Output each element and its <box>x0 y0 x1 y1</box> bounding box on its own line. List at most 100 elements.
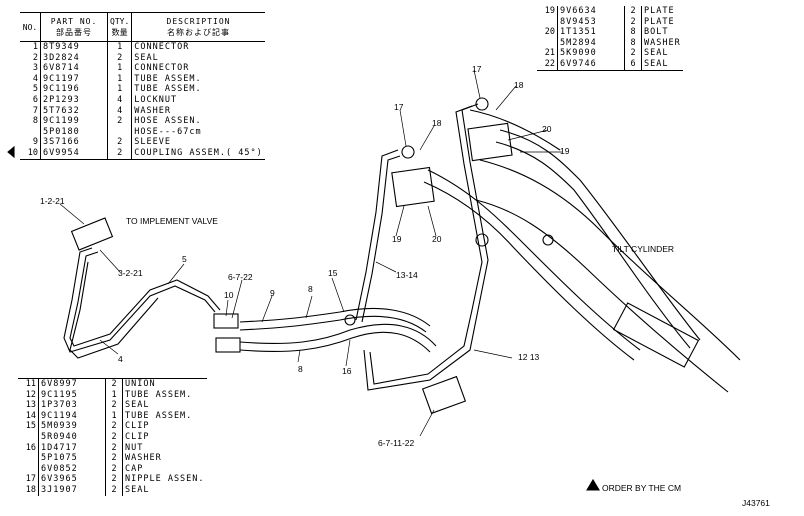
quantity: 8 <box>624 37 642 49</box>
cylinder-block <box>612 302 700 368</box>
quantity: 2 <box>624 48 642 59</box>
tube-13-14 <box>355 149 399 321</box>
quantity: 2 <box>105 400 123 411</box>
label-4: 4 <box>118 354 123 364</box>
quantity: 1 <box>107 41 133 53</box>
tube-5-inner <box>69 251 221 347</box>
item-number: 7 <box>20 105 41 117</box>
quantity: 8 <box>624 27 642 38</box>
part-number: 3J1907 <box>38 484 106 496</box>
label-8-upper: 8 <box>308 284 313 294</box>
label-9: 9 <box>270 288 275 298</box>
header-cell: QTY.数量 <box>107 12 133 42</box>
label-16: 16 <box>342 366 352 376</box>
description: CONNECTOR <box>134 42 190 52</box>
header-cell: PART NO.部品番号 <box>40 12 108 42</box>
description: COUPLING ASSEM.( 45°) <box>131 147 265 160</box>
item-number: 6 <box>20 94 41 106</box>
description: NIPPLE ASSEN. <box>125 474 205 485</box>
tube-5 <box>63 247 216 353</box>
quantity: 2 <box>107 147 133 160</box>
item-number: 2 <box>20 52 41 64</box>
valve-block <box>70 217 114 251</box>
fitting-mid <box>475 233 489 247</box>
part-number: 6V8997 <box>38 377 106 390</box>
part-number: 9C1197 <box>40 73 108 85</box>
label-18-left: 18 <box>432 118 442 128</box>
description: SEAL <box>125 484 150 495</box>
quantity: 4 <box>107 94 133 106</box>
part-number: 6V9746 <box>557 58 625 71</box>
tube-12-b <box>369 105 483 385</box>
item-number: 16 <box>18 442 39 454</box>
item-number: 9 <box>20 137 41 148</box>
hose-8-lower-2 <box>239 331 431 353</box>
description: HOSE ASSEN. <box>134 116 202 127</box>
description: TUBE ASSEM. <box>125 389 193 400</box>
label-8-lower: 8 <box>298 364 303 374</box>
quantity: 2 <box>105 474 123 485</box>
item-number: 3 <box>20 63 41 74</box>
part-number: 8T9349 <box>40 41 108 53</box>
part-number: 6V8714 <box>40 63 108 74</box>
part-number: 3S7166 <box>40 137 108 148</box>
order-triangle <box>586 478 600 491</box>
table-row: 5P0180 HOSE---67cm <box>20 126 265 138</box>
drawing-code: J43761 <box>742 498 770 508</box>
description: SEAL <box>641 58 683 71</box>
header-cell: NO. <box>20 12 41 42</box>
quantity: 2 <box>107 52 133 64</box>
part-number: 5P1075 <box>38 453 106 464</box>
description: LOCKNUT <box>134 94 178 105</box>
clip-15 <box>344 314 356 326</box>
label-to-implement-valve: TO IMPLEMENT VALVE <box>126 216 218 226</box>
fitting-right <box>542 234 554 246</box>
part-number: 5M0939 <box>38 421 106 432</box>
hose-8-upper-2 <box>239 315 427 333</box>
pointer-triangle <box>7 145 15 159</box>
hose-upper-right-b <box>495 141 691 349</box>
description: WASHER <box>125 453 162 464</box>
item-number: 15 <box>18 421 39 432</box>
item-number: 20 <box>537 27 558 38</box>
part-number: 5M2894 <box>557 37 625 49</box>
part-number: 9C1196 <box>40 84 108 95</box>
part-number: 1P3703 <box>38 400 106 411</box>
header-text: 部品番号 <box>56 28 92 37</box>
label-5: 5 <box>182 254 187 264</box>
label-17-left: 17 <box>394 102 404 112</box>
tube-4 <box>69 261 159 359</box>
hose-upper-left <box>427 169 641 351</box>
nipple-17a <box>401 145 415 159</box>
item-number: 21 <box>537 48 558 59</box>
hose-8-lower <box>239 323 437 347</box>
quantity: 1 <box>107 63 133 74</box>
tilt-cylinder-body <box>479 159 741 361</box>
description: CONNECTOR <box>134 63 190 74</box>
part-number: 6V3965 <box>38 474 106 485</box>
item-number: 10 <box>20 147 41 160</box>
item-number: 13 <box>18 400 39 411</box>
quantity: 2 <box>105 442 123 454</box>
coupling-10a <box>213 313 239 329</box>
description: WASHER <box>644 37 681 48</box>
quantity: 4 <box>107 105 133 117</box>
tube-13-14-b <box>361 155 401 323</box>
item-number <box>18 431 39 443</box>
header-text: 数量 <box>111 28 128 37</box>
